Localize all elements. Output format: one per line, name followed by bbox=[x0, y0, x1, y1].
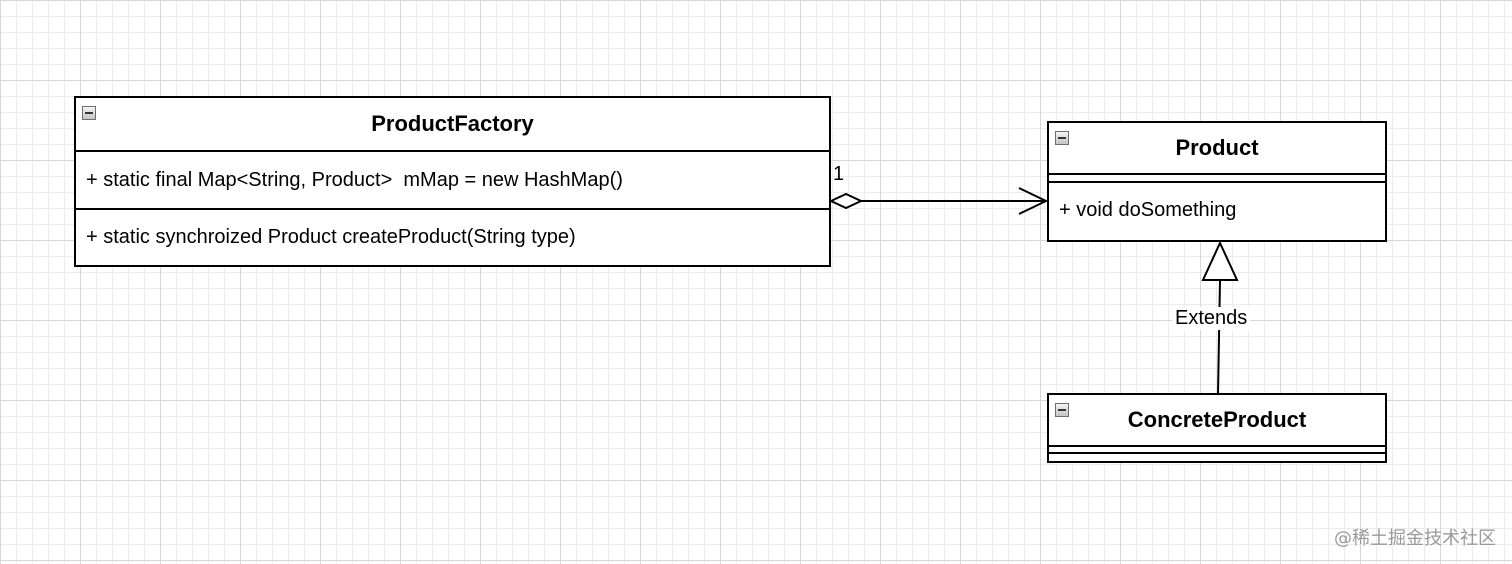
class-header: ProductFactory bbox=[76, 98, 829, 152]
aggregation-arrowhead bbox=[1018, 187, 1049, 215]
class-concrete-product[interactable]: ConcreteProduct bbox=[1047, 393, 1387, 463]
extends-label: Extends bbox=[1172, 307, 1251, 330]
class-product[interactable]: Product + void doSomething bbox=[1047, 121, 1387, 242]
collapse-icon[interactable] bbox=[1055, 403, 1069, 417]
attribute-section-empty bbox=[1049, 175, 1385, 183]
class-name: ProductFactory bbox=[371, 111, 534, 136]
method-section-empty bbox=[1049, 454, 1385, 459]
class-product-factory[interactable]: ProductFactory + static final Map<String… bbox=[74, 96, 831, 267]
inheritance-connector[interactable] bbox=[1201, 240, 1239, 395]
method-row: + static synchroized Product createProdu… bbox=[86, 226, 576, 248]
attribute-row: + static final Map<String, Product> mMap… bbox=[76, 152, 829, 210]
aggregation-diamond bbox=[828, 192, 864, 210]
attribute-section-empty bbox=[1049, 447, 1385, 454]
class-name: Product bbox=[1175, 135, 1259, 160]
multiplicity-label: 1 bbox=[833, 163, 845, 185]
inheritance-triangle bbox=[1201, 240, 1239, 281]
collapse-icon[interactable] bbox=[82, 106, 96, 120]
class-header: ConcreteProduct bbox=[1049, 395, 1385, 447]
watermark: @稀土掘金技术社区 bbox=[1334, 528, 1496, 549]
method-row: + void doSomething bbox=[1059, 199, 1237, 221]
collapse-icon[interactable] bbox=[1055, 131, 1069, 145]
class-header: Product bbox=[1049, 123, 1385, 175]
class-name: ConcreteProduct bbox=[1127, 407, 1307, 432]
inheritance-line bbox=[1217, 279, 1221, 395]
aggregation-connector[interactable] bbox=[828, 187, 1049, 215]
